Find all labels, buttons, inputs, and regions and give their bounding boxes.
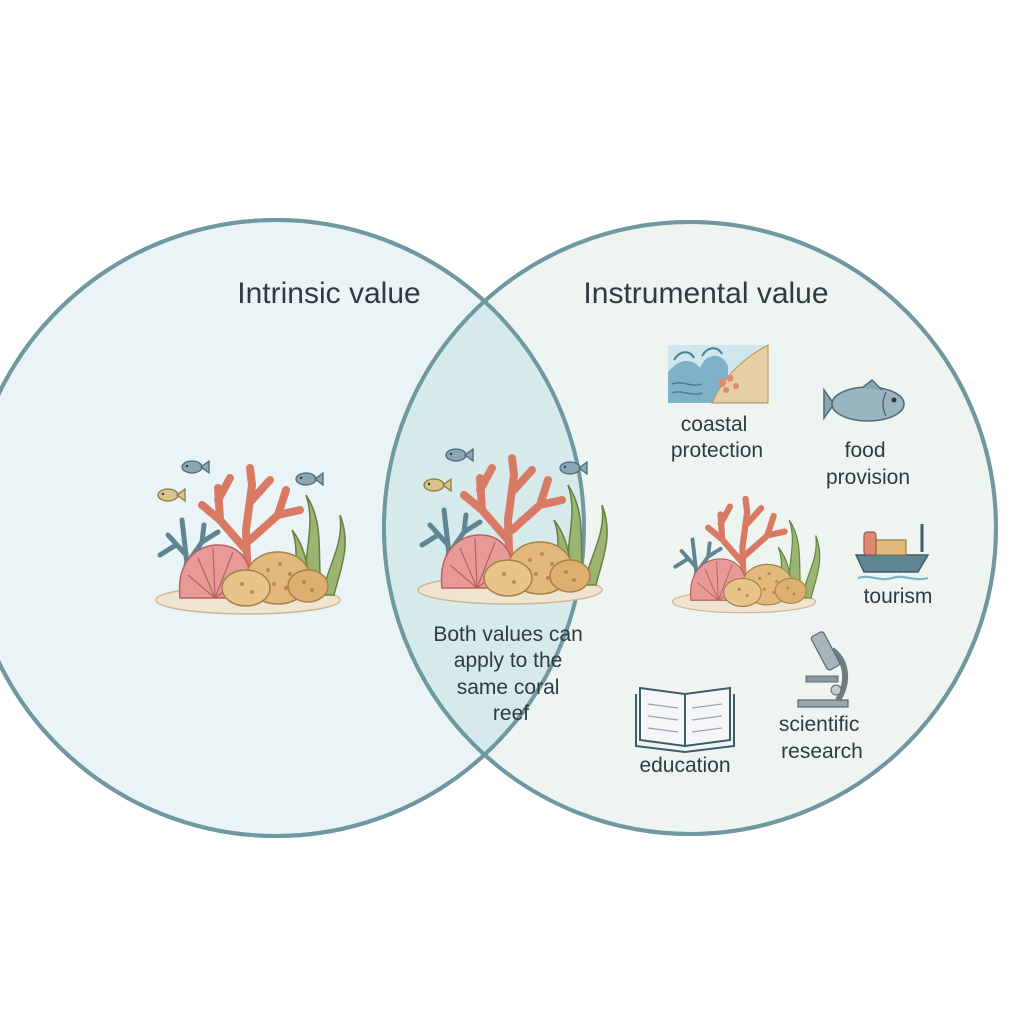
boat-icon: [854, 524, 930, 581]
microscope-icon: [797, 631, 849, 708]
book-icon: [635, 686, 735, 754]
coastal-protection-label: coastal protection: [671, 413, 763, 462]
fish-icon: [823, 378, 905, 422]
scientific-research-label: scientific research: [779, 713, 865, 763]
instrumental-value-title: Instrumental value: [583, 277, 828, 310]
coastal-protection-icon: [668, 343, 769, 404]
overlap-text: Both values can apply to the same coral …: [433, 623, 588, 725]
food-provision-label: food provision: [826, 439, 910, 489]
intrinsic-value-title: Intrinsic value: [237, 277, 420, 310]
education-label: education: [639, 754, 730, 777]
tourism-label: tourism: [864, 585, 933, 608]
overlap-region: [384, 222, 584, 834]
